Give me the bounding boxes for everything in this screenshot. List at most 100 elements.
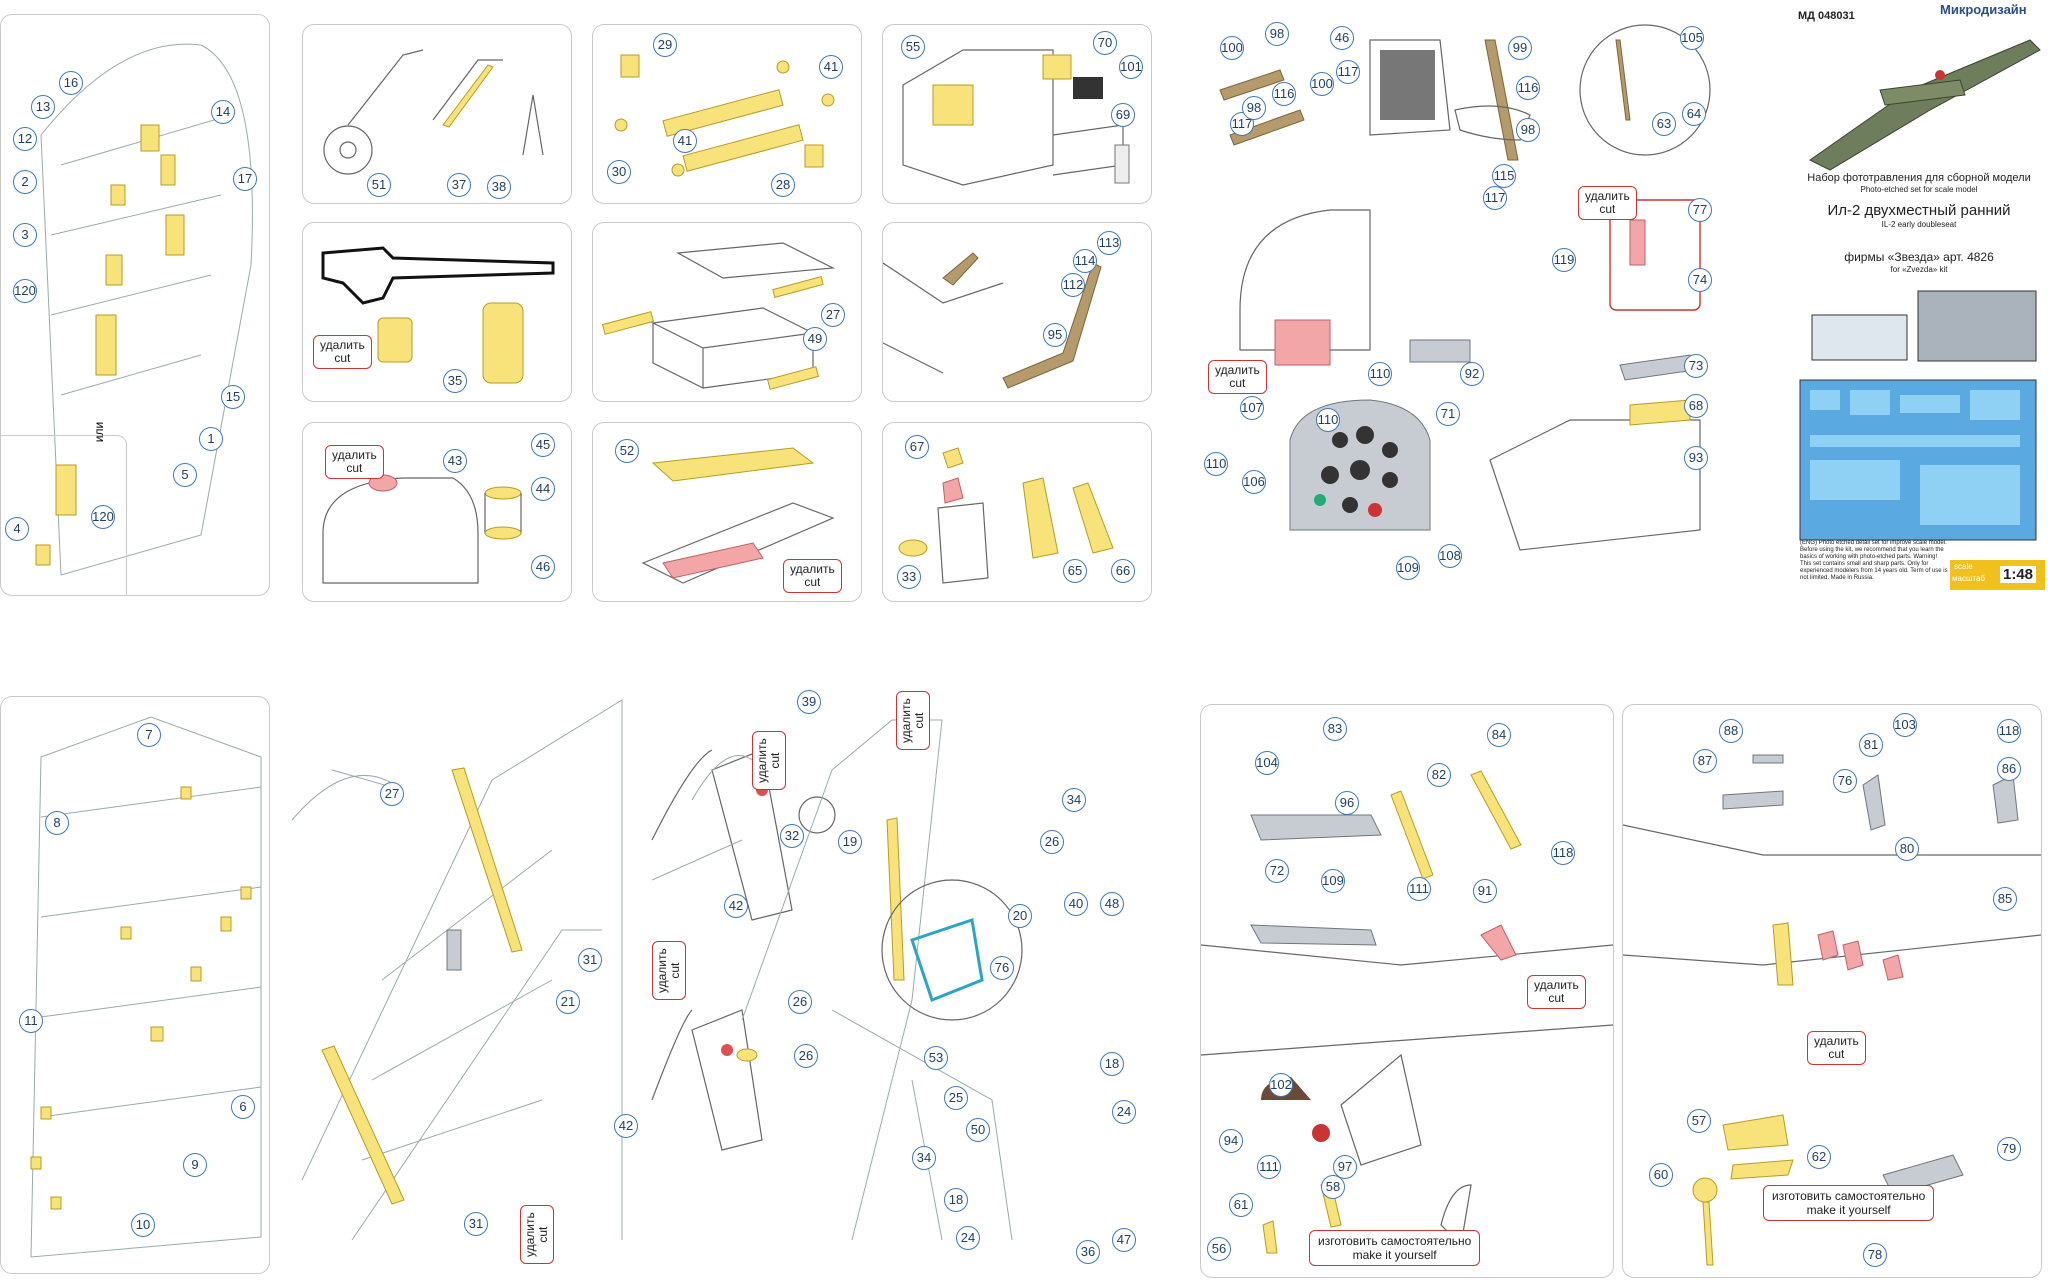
callout: 34 [912,1146,936,1170]
callout: 2 [13,170,37,194]
panel-wing-left: или 16 13 12 2 3 120 4 14 17 15 1 5 120 [0,14,270,596]
callout: 52 [615,439,639,463]
cut-label: удалить cut [1807,1031,1866,1065]
callout: 35 [443,369,467,393]
brand-logo: Микродизайн [1940,2,2027,17]
callout: 5 [173,463,197,487]
kit-ru: фирмы «Звезда» арт. 4826 [1844,250,1994,264]
scale-label-ru: масштаб [1952,574,1985,583]
callout: 69 [1111,103,1135,127]
panel-fuel-tank: удалить cut 45 43 44 46 [302,422,572,602]
callout: 103 [1893,713,1917,737]
callout: 18 [1100,1052,1124,1076]
panel-wing-right: 7 8 11 6 9 10 [0,696,270,1274]
callout: 118 [1551,841,1575,865]
scale-box: scale масштаб 1:48 [1950,560,2045,590]
callout: 9 [183,1153,207,1177]
make-yourself-label: изготовить самостоятельно make it yourse… [1763,1185,1935,1221]
callout: 41 [819,55,843,79]
panel-bulkhead: 55 70 101 69 [882,24,1152,204]
panel-seat-frame: 27 49 [592,222,862,402]
callout: 18 [944,1188,968,1212]
callout: 48 [1100,892,1124,916]
callout: 80 [1895,837,1919,861]
callout: 63 [1652,112,1676,136]
callout: 116 [1516,76,1540,100]
callout: 100 [1220,36,1244,60]
callout: 61 [1229,1193,1253,1217]
scale-value: 1:48 [2000,566,2037,583]
cut-label: удалить cut [520,1205,554,1264]
callout: 38 [487,175,511,199]
sheet-thumbnails [1799,290,2037,541]
callout: 92 [1460,362,1484,386]
callout: 65 [1063,559,1087,583]
callout: 108 [1438,544,1462,568]
callout: 6 [231,1095,255,1119]
callout: 7 [137,723,161,747]
ili-label: или [92,421,107,443]
callout: 57 [1687,1109,1711,1133]
callout: 94 [1219,1129,1243,1153]
callout: 79 [1997,1137,2021,1161]
callout: 105 [1680,26,1704,50]
callout: 37 [447,173,471,197]
callout: 42 [614,1114,638,1138]
callout: 55 [901,35,925,59]
callout: 91 [1473,879,1497,903]
callout: 83 [1323,717,1347,741]
callout: 120 [13,279,37,303]
callout: 93 [1684,446,1708,470]
callout: 56 [1207,1237,1231,1261]
callout: 43 [443,449,467,473]
callout: 19 [838,830,862,854]
callout: 70 [1093,31,1117,55]
callout: 114 [1073,249,1097,273]
cut-label: удалить cut [1527,975,1586,1009]
callout: 118 [1997,719,2021,743]
callout: 46 [1330,26,1354,50]
kit-en: for «Zvezda» kit [1890,265,1948,274]
callout: 109 [1321,869,1345,893]
callout: 98 [1242,96,1266,120]
callout: 28 [771,173,795,197]
callout: 25 [944,1086,968,1110]
callout: 10 [131,1213,155,1237]
scale-label-en: scale [1954,562,1973,571]
panel-landing-gear: 51 37 38 [302,24,572,204]
callout: 4 [5,517,29,541]
callout: 64 [1682,102,1706,126]
callout: 101 [1119,55,1143,79]
callout: 31 [578,948,602,972]
callout: 39 [797,690,821,714]
title-ru: Набор фототравления для сборной модели [1807,172,2031,184]
airframe-area: удалить cut удалить cut удалить cut удал… [292,680,1172,1280]
callout: 40 [1064,892,1088,916]
callout: 67 [905,435,929,459]
cut-label: удалить cut [325,445,384,479]
cut-label: удалить cut [1208,360,1267,394]
callout: 32 [780,824,804,848]
panel-gun: удалить cut 35 [302,222,572,402]
wing-drawing [35,43,253,576]
callout: 87 [1693,749,1717,773]
callout: 104 [1255,751,1279,775]
callout: 26 [1040,830,1064,854]
callout: 68 [1684,394,1708,418]
callout: 34 [1062,788,1086,812]
info-block: МД 048031 Микродизайн Набор фототравлени… [1790,0,2048,600]
callout: 72 [1265,859,1289,883]
brand-name: Микродизайн [1940,2,2027,17]
callout: 24 [956,1226,980,1250]
callout: 21 [556,990,580,1014]
callout: 41 [673,129,697,153]
callout: 85 [1993,887,2017,911]
model-en: IL-2 early doubleseat [1881,220,1957,229]
callout: 53 [924,1046,948,1070]
callout: 111 [1407,877,1431,901]
panel-flaps: 29 41 30 41 28 [592,24,862,204]
callout: 47 [1112,1228,1136,1252]
cut-label: удалить cut [752,731,786,790]
callout: 20 [1008,904,1032,928]
callout: 110 [1368,362,1392,386]
